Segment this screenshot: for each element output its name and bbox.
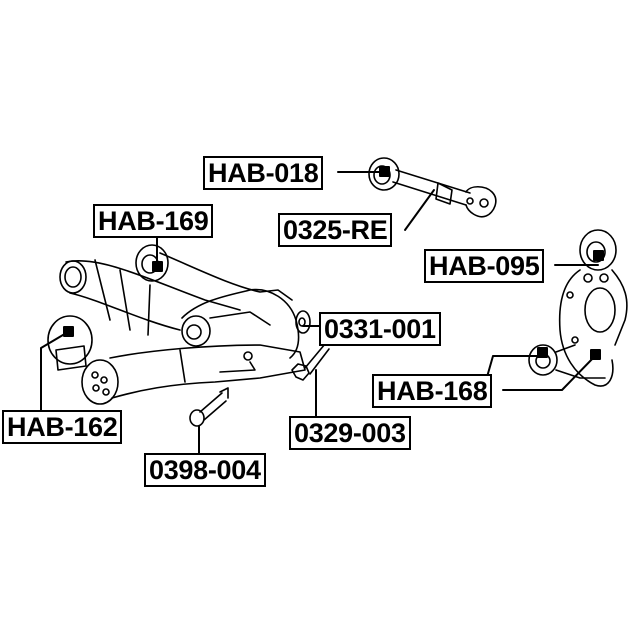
- part-label-0329-003: 0329-003: [289, 416, 411, 450]
- part-label-0398-004: 0398-004: [144, 453, 266, 487]
- cam-washer-icon: [295, 310, 311, 334]
- part-label-0325-re: 0325-RE: [278, 213, 393, 247]
- part-label-hab-168: HAB-168: [372, 374, 493, 408]
- part-label-hab-018: HAB-018: [203, 156, 324, 190]
- bolt-icon: [189, 387, 229, 427]
- part-label-0331-001: 0331-001: [319, 312, 441, 346]
- leader-lines: [40, 166, 604, 456]
- part-label-hab-169: HAB-169: [93, 204, 214, 238]
- lower-control-arm-icon: [47, 244, 306, 405]
- knuckle-icon: [528, 229, 628, 387]
- part-label-hab-095: HAB-095: [424, 249, 545, 283]
- part-label-hab-162: HAB-162: [2, 410, 123, 444]
